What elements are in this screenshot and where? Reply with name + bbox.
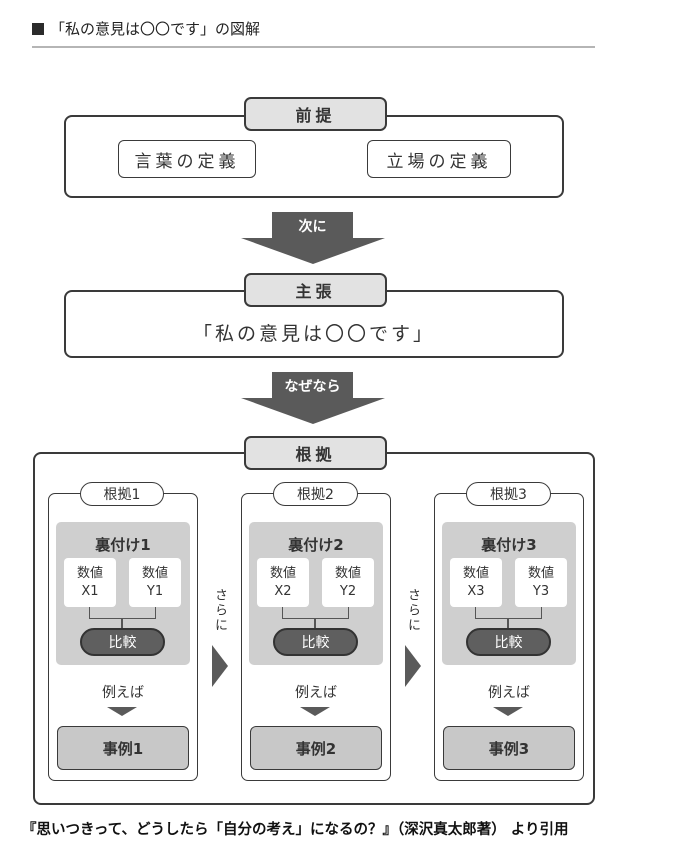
ground-label-text: 根拠2	[297, 487, 334, 503]
case-2: 事例2	[250, 726, 382, 770]
backing-3-label: 裏付け3	[481, 536, 537, 554]
next-arrow-label: 次に	[298, 218, 327, 235]
compare-label: 比較	[108, 635, 137, 651]
example-2-label: 例えば	[295, 685, 337, 701]
premise-item-label: 言葉の定義	[134, 151, 240, 172]
grounds-tab-label: 根拠	[295, 445, 336, 464]
premise-tab: 前提	[244, 97, 387, 131]
value-x1: 数値 X1	[64, 558, 116, 607]
bracket-connector	[475, 607, 542, 619]
because-arrow-head-icon	[241, 398, 385, 424]
title-divider	[32, 46, 595, 48]
value-label: 数値	[334, 565, 361, 581]
premise-item-position-definition: 立場の定義	[367, 140, 511, 178]
ground-1-label: 根拠1	[80, 482, 164, 506]
claim-text-label: 「私の意見は〇〇です」	[192, 322, 435, 345]
example-3-label: 例えば	[488, 685, 530, 701]
example-1-label: 例えば	[102, 685, 144, 701]
value-y1: 数値 Y1	[129, 558, 181, 607]
further-connector-1-label: さらに	[212, 588, 227, 633]
value-name: Y2	[339, 583, 357, 599]
case-label: 事例1	[102, 739, 144, 758]
black-square-icon	[32, 22, 44, 35]
bracket-connector	[89, 607, 156, 619]
compare-label: 比較	[494, 635, 523, 651]
because-arrow-body: なぜなら	[272, 372, 353, 399]
compare-1: 比較	[80, 628, 165, 656]
value-name: X1	[81, 583, 99, 599]
right-arrow-icon	[212, 645, 228, 687]
claim-tab-label: 主張	[295, 282, 336, 301]
grounds-tab: 根拠	[244, 436, 387, 470]
ground-3-label: 根拠3	[466, 482, 551, 506]
value-x3: 数値 X3	[450, 558, 502, 607]
stem-connector	[314, 619, 316, 628]
value-name: Y1	[146, 583, 164, 599]
backing-1-label: 裏付け1	[95, 536, 151, 554]
down-arrow-icon	[107, 707, 137, 716]
right-arrow-icon	[405, 645, 421, 687]
claim-text: 「私の意見は〇〇です」	[70, 313, 558, 351]
ground-2-label: 根拠2	[273, 482, 358, 506]
next-arrow-head-icon	[241, 238, 385, 264]
stem-connector	[507, 619, 509, 628]
case-3: 事例3	[443, 726, 575, 770]
ground-label-text: 根拠1	[103, 487, 141, 503]
value-x2: 数値 X2	[257, 558, 309, 607]
claim-tab: 主張	[244, 273, 387, 307]
backing-2-label: 裏付け2	[288, 536, 344, 554]
value-label: 数値	[269, 565, 296, 581]
down-arrow-icon	[493, 707, 523, 716]
premise-tab-label: 前提	[295, 106, 336, 125]
value-label: 数値	[462, 565, 489, 581]
case-label: 事例2	[295, 739, 337, 758]
value-name: X2	[274, 583, 292, 599]
premise-item-label: 立場の定義	[386, 151, 492, 172]
value-y3: 数値 Y3	[515, 558, 567, 607]
stem-connector	[121, 619, 123, 628]
further-connector-2-label: さらに	[405, 588, 420, 633]
diagram-title-text: 「私の意見は〇〇です」の図解	[50, 20, 261, 38]
compare-2: 比較	[273, 628, 358, 656]
value-label: 数値	[141, 565, 168, 581]
down-arrow-icon	[300, 707, 330, 716]
source-caption: 『思いつきって、どうしたら「自分の考え」になるの？』（深沢真太郎著） より引用	[22, 822, 569, 838]
diagram-title: 「私の意見は〇〇です」の図解	[32, 18, 260, 39]
next-arrow-body: 次に	[272, 212, 353, 239]
case-1: 事例1	[57, 726, 189, 770]
compare-label: 比較	[301, 635, 330, 651]
value-name: Y3	[532, 583, 550, 599]
case-label: 事例3	[488, 739, 530, 758]
value-name: X3	[467, 583, 485, 599]
ground-label-text: 根拠3	[490, 487, 527, 503]
bracket-connector	[282, 607, 349, 619]
because-arrow-label: なぜなら	[284, 378, 341, 395]
compare-3: 比較	[466, 628, 551, 656]
value-label: 数値	[76, 565, 103, 581]
premise-item-word-definition: 言葉の定義	[118, 140, 256, 178]
value-y2: 数値 Y2	[322, 558, 374, 607]
value-label: 数値	[527, 565, 554, 581]
